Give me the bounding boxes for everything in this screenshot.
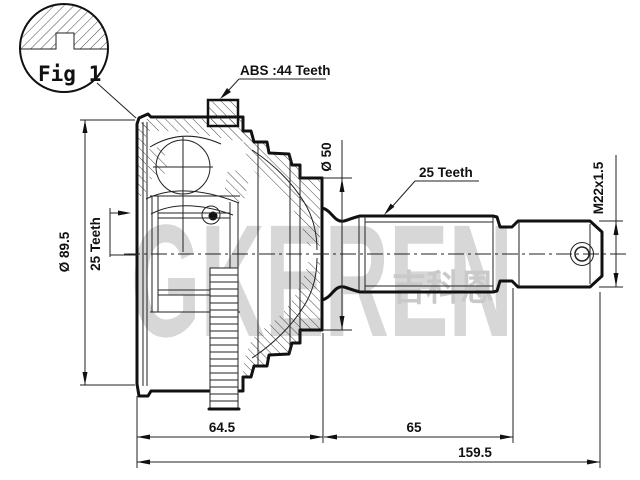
dimensions: Ø 89.5 25 Teeth ABS :44 Teeth Ø 50 (57, 63, 623, 468)
dim-outer-diameter: Ø 89.5 (57, 119, 135, 386)
label-shaft-spline: 25 Teeth (384, 165, 479, 215)
svg-text:ABS :44 Teeth: ABS :44 Teeth (240, 63, 331, 78)
dim-thread: M22x1.5 (591, 155, 623, 288)
tooth-profile-outline (20, 32, 108, 50)
detail-circle (19, 3, 109, 93)
svg-text:64.5: 64.5 (209, 420, 236, 435)
tooth-profile-hatch (20, 5, 108, 49)
dim-housing-length: 64.5 (137, 420, 323, 440)
abs-ring-section (206, 98, 240, 128)
dim-bottom: 64.5 65 159.5 (136, 288, 601, 468)
bearing-internals (145, 135, 240, 252)
svg-text:159.5: 159.5 (458, 445, 492, 460)
abs-ring-teeth-band (207, 267, 241, 411)
svg-text:M22x1.5: M22x1.5 (591, 161, 606, 214)
svg-text:25 Teeth: 25 Teeth (88, 217, 103, 271)
cv-joint-body (124, 98, 628, 411)
label-inner-spline: 25 Teeth (88, 208, 138, 271)
svg-text:25 Teeth: 25 Teeth (419, 165, 473, 180)
dim-total-length: 159.5 (137, 445, 600, 465)
label-abs: ABS :44 Teeth (220, 63, 331, 99)
dim-boot-diameter: Ø 50 (319, 140, 352, 331)
spline-shaft (358, 216, 494, 292)
svg-text:65: 65 (406, 420, 422, 435)
detail-leader (96, 82, 137, 119)
svg-text:Ø 89.5: Ø 89.5 (57, 231, 72, 272)
svg-text:Ø 50: Ø 50 (319, 142, 334, 171)
section-hatching (138, 119, 320, 377)
dim-shaft-length: 65 (324, 420, 513, 440)
fig-label: Fig 1 (38, 62, 101, 86)
fig1-detail-bubble: Fig 1 (19, 3, 137, 119)
snap-ring (201, 205, 221, 225)
abs-ring (206, 98, 241, 411)
watermark-cjk: 吉科恩 (392, 268, 494, 309)
